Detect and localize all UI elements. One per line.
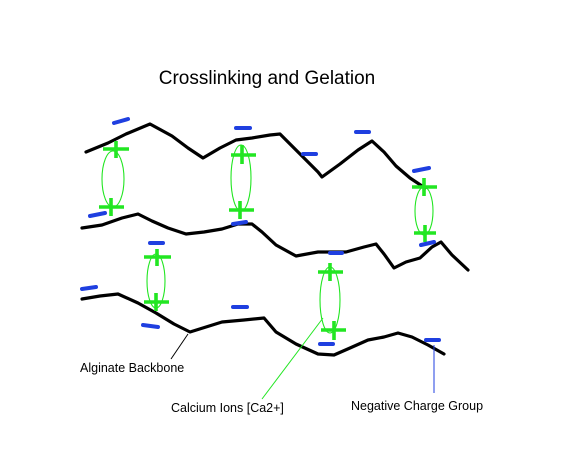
- plus-icon: [231, 145, 256, 164]
- plus-icon: [321, 321, 346, 340]
- label-calcium-ions: Calcium Ions [Ca2+]: [171, 401, 284, 415]
- diagram-title: Crosslinking and Gelation: [159, 68, 376, 89]
- plus-icon: [229, 201, 254, 219]
- label-negative-charge-group: Negative Charge Group: [351, 399, 483, 413]
- calcium-ion-crosslink-3: [412, 178, 437, 242]
- plus-icon: [318, 263, 343, 281]
- negative-charge-mark: [80, 285, 98, 291]
- plus-icon: [103, 141, 129, 158]
- calcium-ion-crosslink-1: [99, 141, 129, 216]
- backbone-leader-line: [170, 333, 189, 360]
- backbone-chain-bottom: [80, 292, 446, 357]
- calcium-ion-crosslink-5: [318, 263, 346, 340]
- plus-icon: [412, 178, 437, 196]
- negative-charge-mark: [112, 117, 130, 125]
- backbone-chain-top: [84, 122, 427, 190]
- negative-charge-mark: [88, 211, 107, 218]
- backbone-chain-middle: [80, 212, 470, 272]
- negative-charge-mark: [419, 240, 436, 247]
- calcium-leader-line: [261, 317, 324, 400]
- label-alginate-backbone: Alginate Backbone: [80, 361, 184, 375]
- plus-icon: [99, 198, 124, 216]
- calcium-ion-crosslink-2: [229, 144, 256, 219]
- backbone-chains: [80, 122, 470, 357]
- plus-icon: [144, 249, 171, 266]
- negative-charge-groups: [80, 117, 441, 346]
- calcium-ion-crosslink-4: [144, 249, 171, 311]
- plus-icon: [144, 293, 169, 311]
- negative-charge-mark: [231, 220, 248, 226]
- negative-charge-mark: [412, 166, 431, 173]
- leader-lines: [170, 317, 435, 400]
- plus-icon: [414, 225, 436, 242]
- negative-charge-mark: [141, 323, 160, 329]
- calcium-ions: [99, 141, 437, 340]
